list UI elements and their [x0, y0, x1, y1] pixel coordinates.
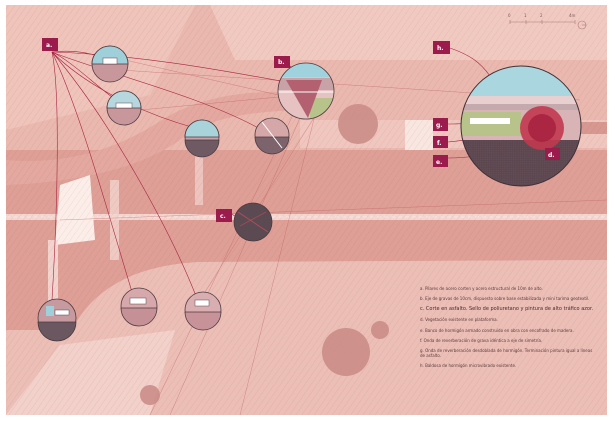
tag-d: d.: [545, 148, 560, 160]
tag-g: g.: [433, 118, 448, 131]
tag-c: c.: [216, 209, 232, 222]
detail-circle: [106, 90, 142, 126]
detail-circle: [254, 117, 290, 155]
scale-tick-label: 2: [540, 13, 543, 18]
legend-item: f. Onda de reverberación de grava idénti…: [420, 337, 543, 343]
tag-h: h.: [433, 41, 450, 54]
tag-b: b.: [274, 56, 290, 68]
legend-item: b. Eje de gravas de 10cm, dispuesto sobr…: [420, 296, 590, 302]
svg-text:h.: h.: [437, 45, 444, 52]
svg-text:g.: g.: [436, 122, 443, 129]
tag-f: f.: [433, 136, 448, 148]
legend-item: d. Vegetación existente en plataforma.: [420, 317, 498, 323]
legend-item: g. Onda de reverberación desdoblada de h…: [420, 348, 593, 359]
svg-text:c.: c.: [220, 213, 226, 220]
tag-e: e.: [433, 155, 448, 167]
scale-tick-label: 0: [508, 13, 511, 18]
legend-item: h. Baldosa de hormigón microvibrado exis…: [420, 363, 517, 369]
detail-circle: [184, 119, 220, 158]
trees: [140, 104, 389, 405]
legend: a. Pilares de acero corten y acero estru…: [420, 286, 598, 374]
detail-circle: [184, 291, 222, 331]
scale-tick-label: 4m: [569, 13, 576, 18]
svg-text:d.: d.: [548, 152, 555, 159]
detail-circle: [37, 298, 77, 342]
scale-bar: 0 1 2 4m: [508, 13, 587, 30]
svg-text:b.: b.: [278, 59, 285, 66]
detail-circle-large: [460, 65, 582, 187]
legend-item: c. Corte en asfalto. Sello de poliuretan…: [420, 306, 594, 313]
detail-circle-b: [277, 62, 335, 120]
detail-circle: [233, 202, 273, 242]
leader-lines-a: [51, 50, 287, 301]
svg-text:a.: a.: [46, 42, 52, 49]
legend-item: e. Banco de hormigón armado construido e…: [420, 327, 574, 333]
tag-a: a.: [42, 38, 58, 51]
svg-text:e.: e.: [436, 159, 442, 166]
detail-circle: [91, 45, 129, 83]
svg-text:f.: f.: [437, 140, 442, 147]
scale-tick-label: 1: [524, 13, 527, 18]
detail-circle: [120, 287, 158, 327]
legend-item: a. Pilares de acero corten y acero estru…: [420, 286, 543, 291]
